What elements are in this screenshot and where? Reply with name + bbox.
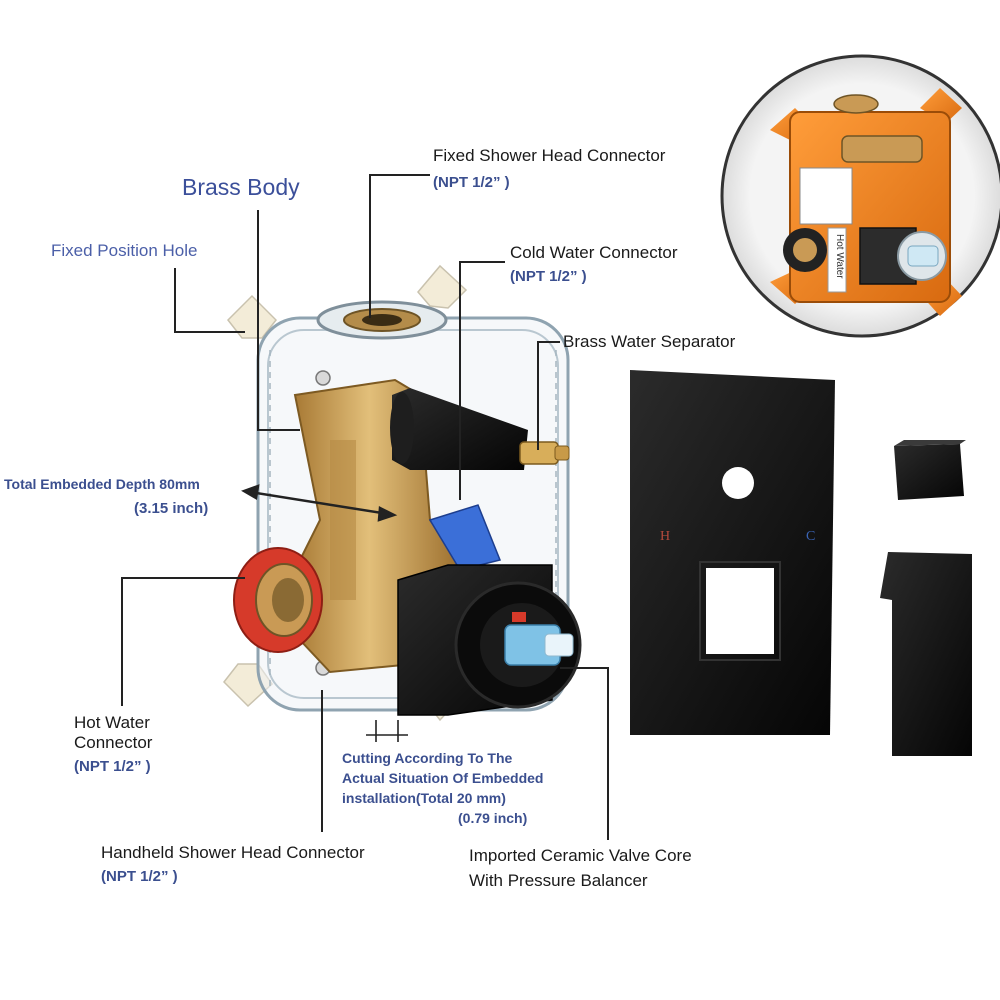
valve-block <box>397 564 582 716</box>
depth-arrow <box>241 484 398 522</box>
ceramic-valve-label-2: With Pressure Balancer <box>469 871 648 890</box>
handle-parts <box>880 440 972 756</box>
cutting-note-4: (0.79 inch) <box>458 810 528 826</box>
ceramic-valve-label-1: Imported Ceramic Valve Core <box>469 846 692 865</box>
cover-plate <box>630 370 835 735</box>
cutting-marker <box>366 720 408 742</box>
leader-lines <box>121 174 609 840</box>
hot-water-port <box>233 547 323 653</box>
cold-water-spec: (NPT 1/2” ) <box>510 268 587 285</box>
hot-water-label-1: Hot Water <box>74 713 150 732</box>
cutting-note-2: Actual Situation Of Embedded <box>342 770 544 786</box>
hot-water-spec: (NPT 1/2” ) <box>74 758 151 775</box>
inset-photo: Hot Water <box>720 54 1000 338</box>
cutting-note-1: Cutting According To The <box>342 750 513 766</box>
brass-water-separator-label: Brass Water Separator <box>563 332 736 351</box>
plate-hot-mark: H <box>660 529 670 544</box>
embedded-depth-inch: (3.15 inch) <box>134 500 209 517</box>
cold-water-label: Cold Water Connector <box>510 243 678 262</box>
fixed-shower-head-spec: (NPT 1/2” ) <box>433 174 510 191</box>
fixed-position-hole-label: Fixed Position Hole <box>51 241 198 260</box>
hot-water-label-2: Connector <box>74 733 153 752</box>
handheld-shower-head-spec: (NPT 1/2” ) <box>101 868 178 885</box>
fixed-shower-head-label: Fixed Shower Head Connector <box>433 146 666 165</box>
plate-cold-mark: C <box>806 529 815 544</box>
brass-body-label: Brass Body <box>182 174 300 200</box>
cutting-note-3: installation(Total 20 mm) <box>342 790 506 806</box>
inset-sticker-text: Hot Water <box>834 234 845 279</box>
handheld-shower-head-label: Handheld Shower Head Connector <box>101 843 365 862</box>
embedded-depth-label: Total Embedded Depth 80mm <box>4 476 200 492</box>
